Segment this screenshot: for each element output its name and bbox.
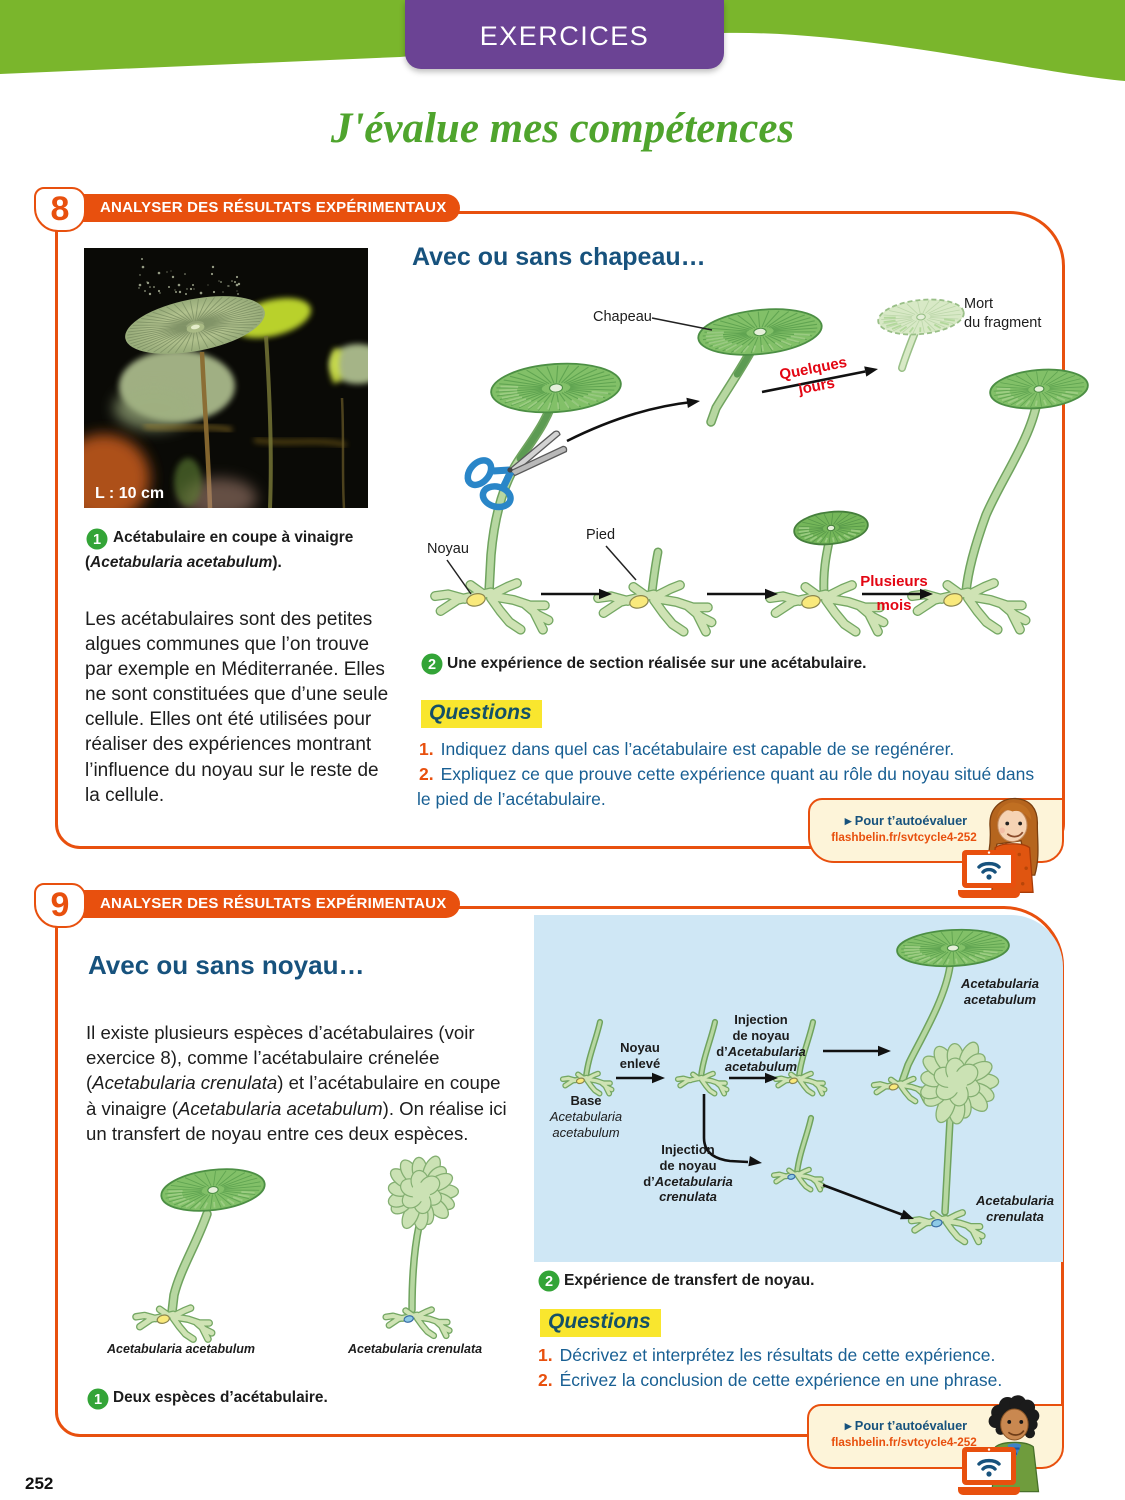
svg-text:1: 1 <box>94 1392 102 1408</box>
svg-text:1: 1 <box>93 532 101 548</box>
svg-text:2: 2 <box>428 657 436 673</box>
svg-text:2: 2 <box>545 1274 553 1290</box>
svg-text:L : 10 cm: L : 10 cm <box>95 485 164 502</box>
